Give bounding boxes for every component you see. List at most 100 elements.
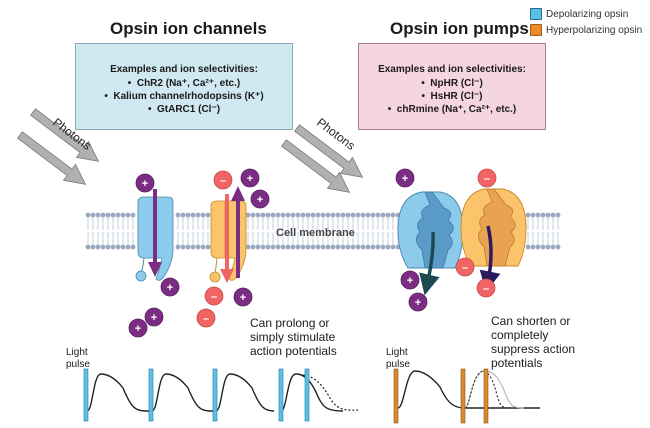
cation-icon: + (233, 287, 253, 307)
svg-text:–: – (483, 283, 489, 295)
lipid-head (195, 244, 201, 250)
lipid-head (105, 212, 111, 218)
shortened-trace (464, 370, 511, 409)
lipid-head (245, 212, 251, 218)
lipid-head (205, 212, 211, 218)
anion-icon: – (204, 286, 224, 306)
lipid-head (255, 244, 261, 250)
lipid-head (285, 244, 291, 250)
lipid-head (355, 212, 361, 218)
lipid-head (180, 212, 186, 218)
note-line: action potentials (250, 344, 337, 358)
lipid-head (85, 244, 91, 250)
svg-text:–: – (484, 173, 490, 185)
lipid-head (370, 244, 376, 250)
lipid-head (340, 212, 346, 218)
lipid-head (95, 212, 101, 218)
lipid-head (295, 244, 301, 250)
svg-text:+: + (402, 173, 408, 185)
note-line: Can prolong or (250, 316, 330, 330)
lipid-head (130, 212, 136, 218)
lipid-head (260, 244, 266, 250)
depolarizing-pump (397, 191, 464, 296)
lipid-head (105, 244, 111, 250)
lipid-head (120, 212, 126, 218)
lipid-head (270, 244, 276, 250)
lipid-head (90, 212, 96, 218)
channels-effect-note: Can prolong or simply stimulate action p… (250, 316, 337, 358)
cation-icon: + (400, 270, 420, 290)
hyperpolarizing-swatch (530, 24, 542, 36)
channels-example-item: ChR2 (Na⁺, Ca²⁺, etc.) (76, 77, 292, 90)
pumps-box-heading: Examples and ion selectivities: (378, 64, 526, 75)
lipid-head (305, 212, 311, 218)
legend-label: Depolarizing opsin (546, 8, 629, 20)
lipid-head (330, 212, 336, 218)
lipid-head (280, 212, 286, 218)
lipid-head (370, 212, 376, 218)
lipid-head (180, 244, 186, 250)
svg-text:+: + (135, 323, 141, 335)
lipid-head (120, 244, 126, 250)
lipid-head (525, 244, 531, 250)
light-pulse-label-right: Light pulse (386, 347, 410, 371)
lipid-head (375, 212, 381, 218)
lipid-head (540, 244, 546, 250)
light-pulse-bar (393, 368, 399, 424)
lipid-head (315, 244, 321, 250)
lipid-head (385, 212, 391, 218)
lipid-head (525, 212, 531, 218)
depolarizing-swatch (530, 8, 542, 20)
cell-membrane (85, 212, 561, 250)
lipid-head (355, 244, 361, 250)
lipid-head (315, 212, 321, 218)
label-line: Light (66, 347, 88, 358)
cation-icon: + (144, 307, 164, 327)
lipid-head (125, 212, 131, 218)
unmodulated-trace (464, 370, 525, 409)
lipid-head (320, 212, 326, 218)
lipid-head (300, 212, 306, 218)
channels-example-item: GtARC1 (Cl⁻) (76, 103, 292, 116)
lipid-head (260, 212, 266, 218)
note-line: simply stimulate (250, 330, 336, 344)
lipid-head (380, 212, 386, 218)
pumps-example-item: NpHR (Cl⁻) (359, 77, 545, 90)
lipid-head (270, 212, 276, 218)
channels-example-item: Kalium channelrhodopsins (K⁺) (76, 90, 292, 103)
lipid-head (130, 244, 136, 250)
svg-text:–: – (203, 313, 209, 325)
anion-icon: – (455, 257, 475, 277)
lipid-head (345, 244, 351, 250)
lipid-head (265, 244, 271, 250)
note-line: suppress action (491, 342, 576, 356)
channels-examples-box: Examples and ion selectivities: ChR2 (Na… (75, 43, 293, 130)
membrane-label: Cell membrane (276, 227, 355, 239)
lipid-head (530, 212, 536, 218)
lipid-head (530, 244, 536, 250)
label-line: Light (386, 347, 408, 358)
lipid-head (125, 244, 131, 250)
lipid-head (255, 212, 261, 218)
action-potential-trace (280, 373, 344, 412)
action-potential-trace (397, 370, 540, 409)
lipid-head (335, 244, 341, 250)
label-line: pulse (66, 359, 90, 370)
lipid-head (175, 244, 181, 250)
lipid-head (360, 244, 366, 250)
note-line: Can shorten or (491, 314, 571, 328)
lipid-head (190, 212, 196, 218)
lipid-head (110, 244, 116, 250)
photon-arrow-icon (30, 108, 100, 162)
lipid-head (205, 244, 211, 250)
legend-label: Hyperpolarizing opsin (546, 24, 643, 36)
lipid-head (540, 212, 546, 218)
lipid-head (535, 212, 541, 218)
cation-icon: + (135, 173, 155, 193)
lipid-head (550, 212, 556, 218)
light-pulse-bar (83, 368, 89, 422)
legend-hyperpolarizing: Hyperpolarizing opsin (530, 24, 642, 36)
lipid-head (280, 244, 286, 250)
lipid-head (285, 212, 291, 218)
lipid-head (385, 244, 391, 250)
